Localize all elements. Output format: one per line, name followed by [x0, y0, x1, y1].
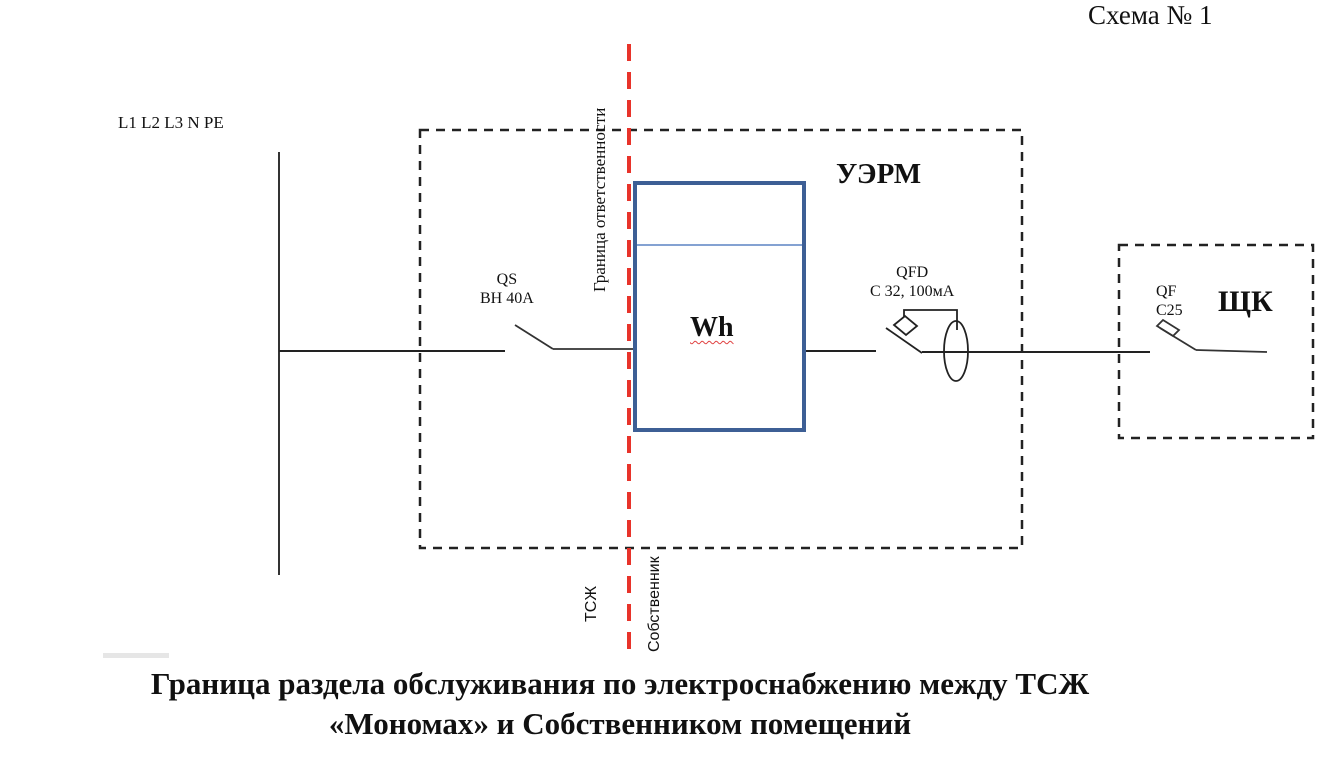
meter-label: Wh	[690, 312, 734, 343]
boundary-label: Граница ответственности	[590, 107, 609, 292]
qfd-rcbo-symbol	[885, 309, 969, 382]
qfd-name: QFD	[896, 264, 929, 281]
qs-label: QS ВН 40А	[480, 270, 534, 308]
qf-rating: С25	[1156, 302, 1183, 319]
bus-label: L1 L2 L3 N PE	[118, 113, 224, 132]
uerm-label: УЭРМ	[836, 158, 922, 190]
caption-line-2: «Мономах» и Собственником помещений	[328, 706, 912, 741]
qs-switch-symbol	[514, 324, 635, 350]
owner-side-label: Собственник	[646, 556, 663, 652]
tsj-side-label: ТСЖ	[583, 585, 600, 622]
scheme-number: Схема № 1	[1088, 0, 1213, 30]
qfd-rating: С 32, 100мА	[870, 283, 955, 300]
caption-line-1: Граница раздела обслуживания по электрос…	[150, 666, 1090, 701]
shchk-label: ЩК	[1218, 285, 1273, 318]
qs-rating: ВН 40А	[480, 290, 534, 307]
qfd-label: QFD С 32, 100мА	[870, 263, 954, 301]
shchk-enclosure	[1117, 243, 1315, 440]
diagram-caption: Граница раздела обслуживания по электрос…	[0, 664, 1240, 744]
meter-box	[633, 181, 806, 432]
qs-name: QS	[496, 271, 518, 288]
qf-name: QF	[1156, 283, 1177, 300]
decorative-mark	[103, 653, 169, 658]
qf-label: QF С25	[1156, 282, 1183, 320]
uerm-enclosure	[418, 128, 1024, 550]
qf-breaker-symbol	[1155, 318, 1268, 353]
